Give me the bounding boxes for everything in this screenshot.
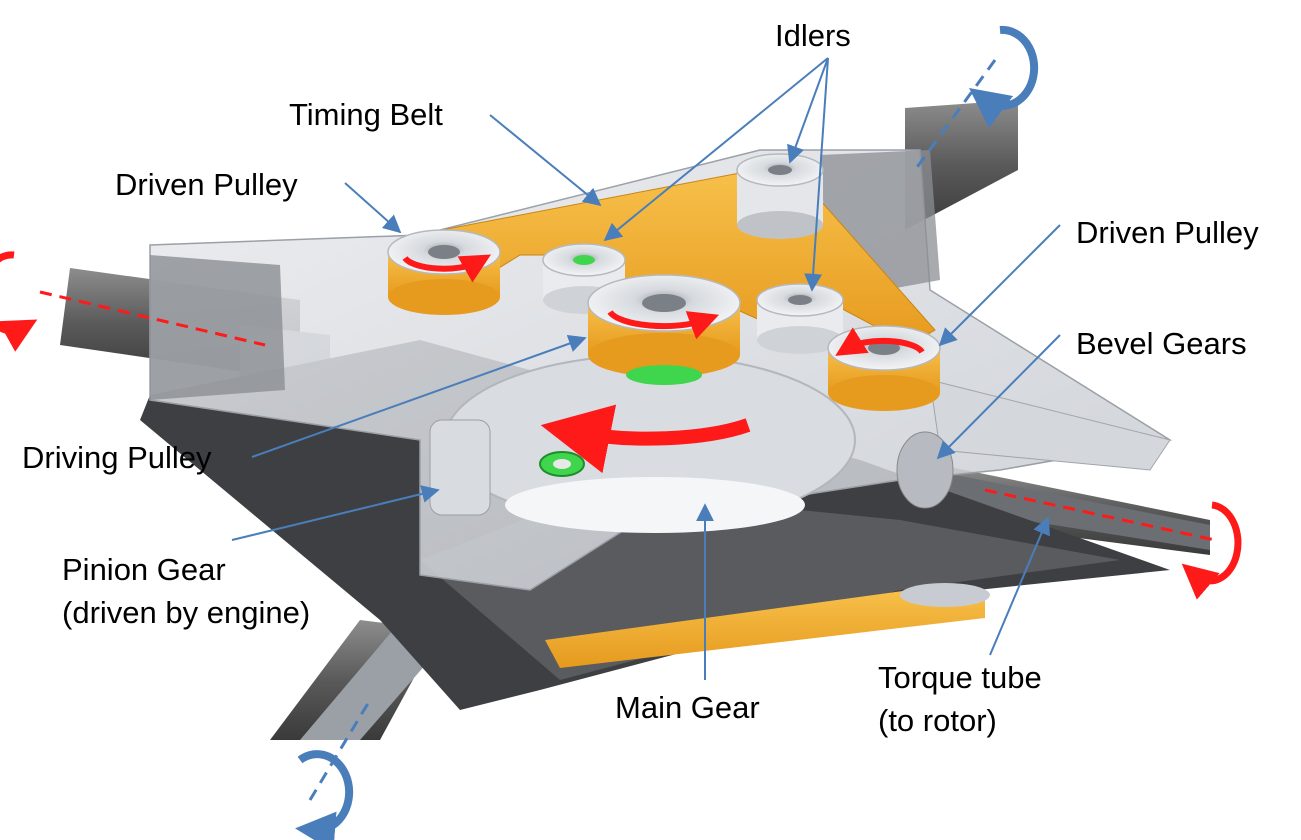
label-main-gear: Main Gear bbox=[615, 690, 760, 725]
label-torque-tube-line2: (to rotor) bbox=[878, 703, 997, 738]
rotation-indicators bbox=[0, 25, 1242, 840]
label-bevel-gears: Bevel Gears bbox=[1076, 326, 1247, 361]
main-gear-underside bbox=[505, 477, 805, 533]
labels: Idlers Timing Belt Driven Pulley Driven … bbox=[22, 18, 1259, 738]
leader-lines bbox=[231, 57, 1061, 680]
lower-belt bbox=[545, 590, 985, 668]
leader-idlers-3 bbox=[804, 57, 829, 292]
leader-idlers-1 bbox=[787, 57, 829, 164]
leader-torque-tube bbox=[989, 516, 1050, 656]
rotation-upper-right bbox=[969, 25, 1039, 129]
label-idlers: Idlers bbox=[775, 18, 851, 53]
label-driven-pulley-left: Driven Pulley bbox=[115, 167, 298, 202]
label-timing-belt: Timing Belt bbox=[289, 97, 443, 132]
leader-pinion-gear bbox=[231, 485, 440, 541]
rotation-left bbox=[0, 251, 38, 352]
idler-2 bbox=[736, 153, 824, 239]
leader-bevel-gears bbox=[936, 334, 1061, 460]
rotation-lower-left bbox=[295, 750, 354, 840]
rotation-right bbox=[1181, 501, 1242, 600]
bevel-housing bbox=[896, 431, 954, 509]
pulleys bbox=[387, 153, 941, 411]
driven-pulley-left bbox=[387, 229, 501, 315]
right-plate bbox=[929, 379, 1171, 471]
leader-timing-belt bbox=[489, 114, 602, 207]
label-torque-tube-line1: Torque tube bbox=[878, 660, 1042, 695]
label-driven-pulley-right: Driven Pulley bbox=[1076, 215, 1259, 250]
bearing-green-1-center bbox=[553, 459, 571, 469]
leader-driven-pulley-right bbox=[938, 224, 1061, 347]
leader-idlers-2 bbox=[603, 57, 829, 242]
leader-driving-pulley bbox=[251, 334, 587, 458]
driving-pulley bbox=[587, 274, 741, 385]
label-pinion-gear-line2: (driven by engine) bbox=[62, 595, 310, 630]
driven-pulley-right bbox=[827, 325, 941, 411]
main-gear-rotation-arrow bbox=[540, 404, 751, 474]
idler-1 bbox=[542, 243, 626, 314]
pinion-housing bbox=[429, 419, 491, 516]
lower-pulley bbox=[900, 583, 990, 607]
label-driving-pulley: Driving Pulley bbox=[22, 440, 212, 475]
label-pinion-gear-line1: Pinion Gear bbox=[62, 552, 226, 587]
idler-3 bbox=[756, 283, 844, 354]
leader-driven-pulley-left bbox=[344, 182, 402, 234]
left-housing bbox=[150, 255, 285, 400]
axis-upper-right bbox=[913, 59, 997, 171]
